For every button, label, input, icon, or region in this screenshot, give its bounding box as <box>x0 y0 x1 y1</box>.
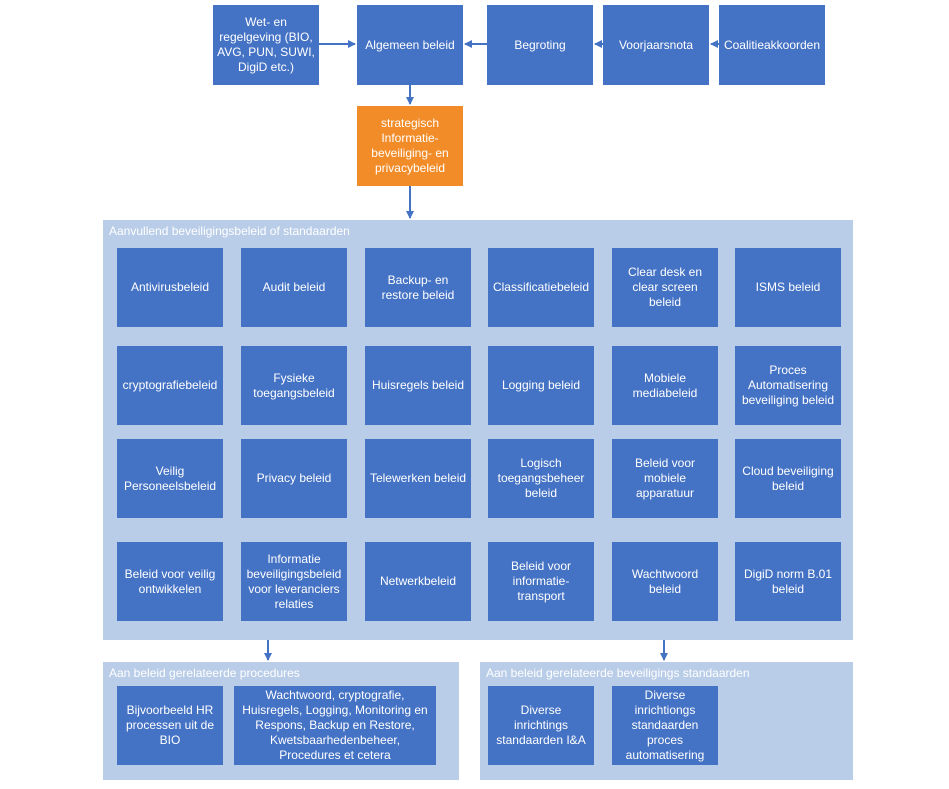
policy-box: DigiD norm B.01 beleid <box>735 542 841 621</box>
policy-box: Informatie beveiligingsbeleid voor lever… <box>241 542 347 621</box>
policy-box: Fysieke toegangsbeleid <box>241 346 347 425</box>
policy-box: Classificatiebeleid <box>488 248 594 327</box>
policy-box: Cloud beveiliging beleid <box>735 439 841 518</box>
node-begroting: Begroting <box>487 5 593 85</box>
policy-box: Logisch toegangsbeheer beleid <box>488 439 594 518</box>
panel-procedures-title: Aan beleid gerelateerde procedures <box>109 666 300 680</box>
policy-box: Privacy beleid <box>241 439 347 518</box>
policy-box: Mobiele mediabeleid <box>612 346 718 425</box>
policy-box: Wachtwoord beleid <box>612 542 718 621</box>
policy-box: Beleid voor informatie-transport <box>488 542 594 621</box>
policy-box: Antivirusbeleid <box>117 248 223 327</box>
node-wet-regelgeving: Wet- en regelgeving (BIO, AVG, PUN, SUWI… <box>213 5 319 85</box>
policy-box: ISMS beleid <box>735 248 841 327</box>
policy-box: Beleid voor mobiele apparatuur <box>612 439 718 518</box>
panel-aanvullend: Aanvullend beveiligingsbeleid of standaa… <box>103 220 853 640</box>
policy-box: Telewerken beleid <box>365 439 471 518</box>
policy-box: Logging beleid <box>488 346 594 425</box>
policy-box: Audit beleid <box>241 248 347 327</box>
panel-standaarden-title: Aan beleid gerelateerde beveiligings sta… <box>486 666 750 680</box>
policy-box: Netwerkbeleid <box>365 542 471 621</box>
policy-box: Veilig Personeelsbeleid <box>117 439 223 518</box>
standaard-box: Diverse inrichtiongs standaarden proces … <box>612 686 718 765</box>
panel-aanvullend-title: Aanvullend beveiligingsbeleid of standaa… <box>109 224 350 238</box>
procedure-box: Wachtwoord, cryptografie, Huisregels, Lo… <box>234 686 436 765</box>
node-voorjaarsnota: Voorjaarsnota <box>603 5 709 85</box>
standaard-box: Diverse inrichtings standaarden I&A <box>488 686 594 765</box>
policy-box: Proces Automatisering beveiliging beleid <box>735 346 841 425</box>
node-coalitieakkoorden: Coalitieakkoorden <box>719 5 825 85</box>
node-algemeen-beleid: Algemeen beleid <box>357 5 463 85</box>
policy-box: Backup- en restore beleid <box>365 248 471 327</box>
policy-box: Huisregels beleid <box>365 346 471 425</box>
policy-box: cryptografiebeleid <box>117 346 223 425</box>
procedure-box: Bijvoorbeeld HR processen uit de BIO <box>117 686 223 765</box>
node-strategisch-beleid: strategisch Informatie-beveiliging- en p… <box>357 106 463 186</box>
policy-box: Beleid voor veilig ontwikkelen <box>117 542 223 621</box>
policy-box: Clear desk en clear screen beleid <box>612 248 718 327</box>
